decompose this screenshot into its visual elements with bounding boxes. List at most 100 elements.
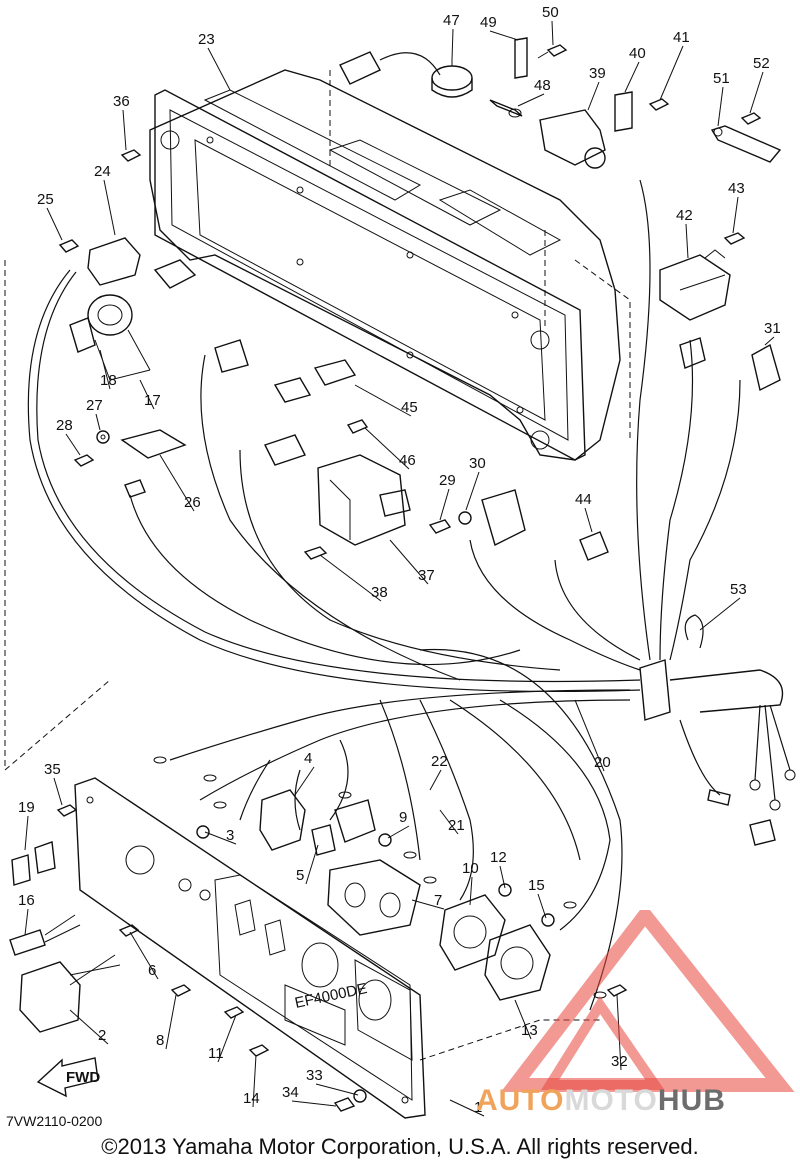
leader-line-49 [489, 30, 519, 41]
part-label-35: 35 [44, 761, 61, 778]
part-label-37: 37 [418, 567, 435, 584]
fwd-arrow-label: FWD [66, 1069, 100, 1086]
watermark-triangle [500, 910, 795, 1092]
leader-line-26 [159, 454, 195, 512]
part-label-13: 13 [521, 1022, 538, 1039]
left-upper-parts [58, 149, 197, 498]
leader-line-44 [584, 507, 593, 533]
leader-line-8 [165, 994, 177, 1050]
leader-line-16 [24, 908, 29, 936]
leader-line-13 [514, 999, 532, 1040]
leader-line-33 [315, 1083, 359, 1096]
leader-line-35 [53, 777, 63, 806]
part-label-41: 41 [673, 29, 690, 46]
leader-line-31 [764, 336, 775, 346]
drawing-code: 7VW2110-0200 [6, 1113, 103, 1129]
watermark-hub: HUB [657, 1084, 726, 1117]
middle-parts [214, 339, 609, 561]
leader-line-10 [469, 876, 473, 906]
leader-line-24 [103, 179, 116, 236]
part-label-32: 32 [611, 1053, 628, 1070]
leader-line-28 [65, 433, 81, 456]
leader-line-52 [749, 71, 764, 114]
part-label-33: 33 [306, 1067, 323, 1084]
part-label-16: 16 [18, 892, 35, 909]
leader-line-29 [439, 488, 450, 521]
part-label-22: 22 [431, 753, 448, 770]
part-label-48: 48 [534, 77, 551, 94]
leader-line-38 [319, 554, 382, 602]
part-label-17: 17 [144, 392, 161, 409]
leader-line-20 [574, 699, 605, 772]
part-label-14: 14 [243, 1090, 260, 1107]
leader-line-19 [24, 815, 29, 851]
leader-line-51 [717, 86, 724, 127]
part-label-2: 2 [98, 1027, 106, 1044]
part-label-42: 42 [676, 207, 693, 224]
part-label-12: 12 [490, 849, 507, 866]
part-label-51: 51 [713, 70, 730, 87]
part-label-38: 38 [371, 584, 388, 601]
leader-line-9 [387, 825, 410, 839]
leader-line-1 [449, 1099, 485, 1117]
leader-line-25 [46, 207, 63, 241]
leader-line-15 [537, 893, 547, 919]
leader-line-27 [95, 413, 101, 431]
part-label-28: 28 [56, 417, 73, 434]
watermark-text: AUTOMOTOHUB [476, 1084, 726, 1118]
part-label-47: 47 [443, 12, 460, 29]
leader-line-11 [217, 1014, 237, 1063]
part-label-27: 27 [86, 397, 103, 414]
part-label-7: 7 [434, 892, 442, 909]
part-label-29: 29 [439, 472, 456, 489]
leader-line-5 [305, 844, 319, 885]
part-label-49: 49 [480, 14, 497, 31]
leader-line-21 [439, 809, 459, 835]
leader-line-14 [252, 1054, 257, 1108]
front-panel [4, 260, 628, 1119]
part-label-25: 25 [37, 191, 54, 208]
control-box-housing [149, 69, 631, 461]
leader-line-47 [451, 28, 454, 61]
part-label-34: 34 [282, 1084, 299, 1101]
part-label-11: 11 [208, 1045, 224, 1062]
part-label-4: 4 [304, 750, 312, 767]
part-label-46: 46 [399, 452, 416, 469]
part-label-19: 19 [18, 799, 35, 816]
leader-line-34 [291, 1100, 337, 1107]
wire-harness [27, 179, 796, 1011]
leader-line-30 [465, 471, 480, 511]
part-label-5: 5 [296, 867, 304, 884]
leader-line-6 [129, 931, 159, 980]
part-label-31: 31 [764, 320, 781, 337]
part-label-43: 43 [728, 180, 745, 197]
part-label-21: 21 [448, 817, 465, 834]
leader-line-12 [499, 865, 506, 889]
part-label-8: 8 [156, 1032, 164, 1049]
leader-line-7 [411, 899, 445, 910]
part-label-18: 18 [100, 372, 117, 389]
part-label-53: 53 [730, 581, 747, 598]
leader-line-23 [207, 47, 231, 91]
part-label-36: 36 [113, 93, 130, 110]
leader-line-42 [685, 223, 689, 259]
part-label-24: 24 [94, 163, 111, 180]
part-label-20: 20 [594, 754, 611, 771]
leader-line-50 [551, 20, 554, 46]
part-label-6: 6 [148, 962, 156, 979]
leader-line-22 [429, 769, 442, 791]
leader-line-53 [699, 597, 741, 631]
part-label-52: 52 [753, 55, 770, 72]
watermark-moto: MOTO [564, 1084, 658, 1117]
callout-layer: 1234567891011121314151617181920212223242… [18, 4, 781, 1117]
leader-line-41 [659, 45, 684, 101]
part-label-1: 1 [474, 1099, 482, 1116]
leader-line-4 [294, 766, 315, 796]
leader-line-40 [624, 61, 640, 93]
part-label-30: 30 [469, 455, 486, 472]
leader-line-17 [139, 379, 155, 410]
leader-line-36 [122, 109, 127, 151]
part-label-23: 23 [198, 31, 215, 48]
leader-line-46 [364, 427, 410, 470]
